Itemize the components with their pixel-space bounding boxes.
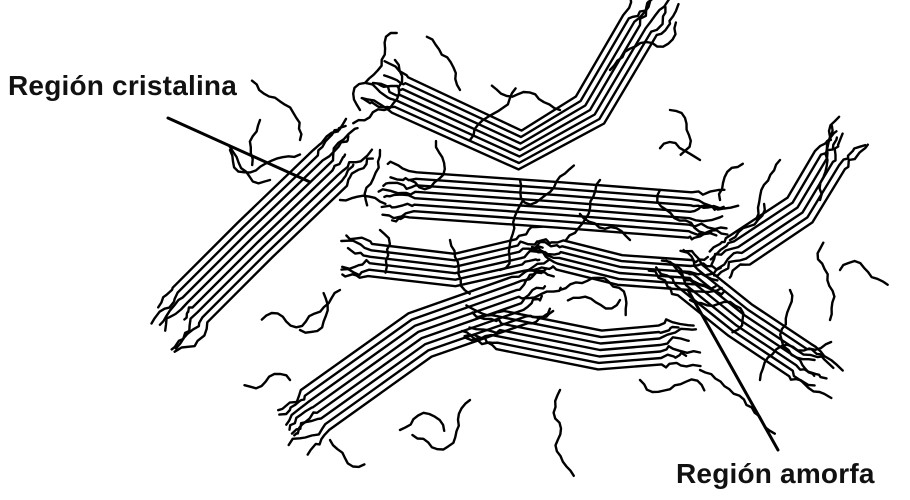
left-diagonal-lamella-chain	[184, 155, 345, 320]
amorphous-chain	[660, 142, 700, 160]
amorphous-chain	[554, 390, 574, 476]
amorphous-chain	[427, 37, 460, 90]
amorphous-chain	[730, 204, 765, 240]
right-lamella-chain	[656, 267, 831, 398]
upper-right-lamella-chain	[730, 145, 868, 278]
amorphous-chain	[719, 164, 743, 200]
polymer-chains	[152, 0, 888, 476]
amorphous-chain	[412, 400, 470, 450]
crystalline-region-label: Región cristalina	[8, 70, 237, 102]
amorphous-chain	[568, 297, 620, 309]
top-lamella-chain	[385, 0, 637, 131]
amorphous-chain	[840, 261, 888, 285]
amorphous-chain	[400, 413, 444, 431]
left-diagonal-lamella-chain	[152, 119, 347, 324]
lower-diagonal-lamella-chain	[308, 309, 550, 455]
left-diagonal-lamella-chain	[160, 136, 348, 325]
amorphous-region-label: Región amorfa	[676, 458, 875, 490]
central-horizontal-lamella-chain	[384, 195, 722, 222]
upper-right-lamella-chain	[714, 145, 865, 276]
amorphous-chain	[818, 243, 835, 320]
lower-diagonal-lamella-chain	[290, 288, 561, 430]
amorphous-chain	[492, 86, 560, 110]
amorphous-chain	[340, 196, 385, 204]
amorphous-chain	[410, 141, 445, 189]
top-lamella-chain	[378, 0, 659, 144]
amorphous-chain	[330, 440, 364, 467]
amorphous-chain	[245, 374, 291, 388]
amorphous-chain	[252, 81, 301, 140]
amorphous-chain	[640, 379, 704, 392]
